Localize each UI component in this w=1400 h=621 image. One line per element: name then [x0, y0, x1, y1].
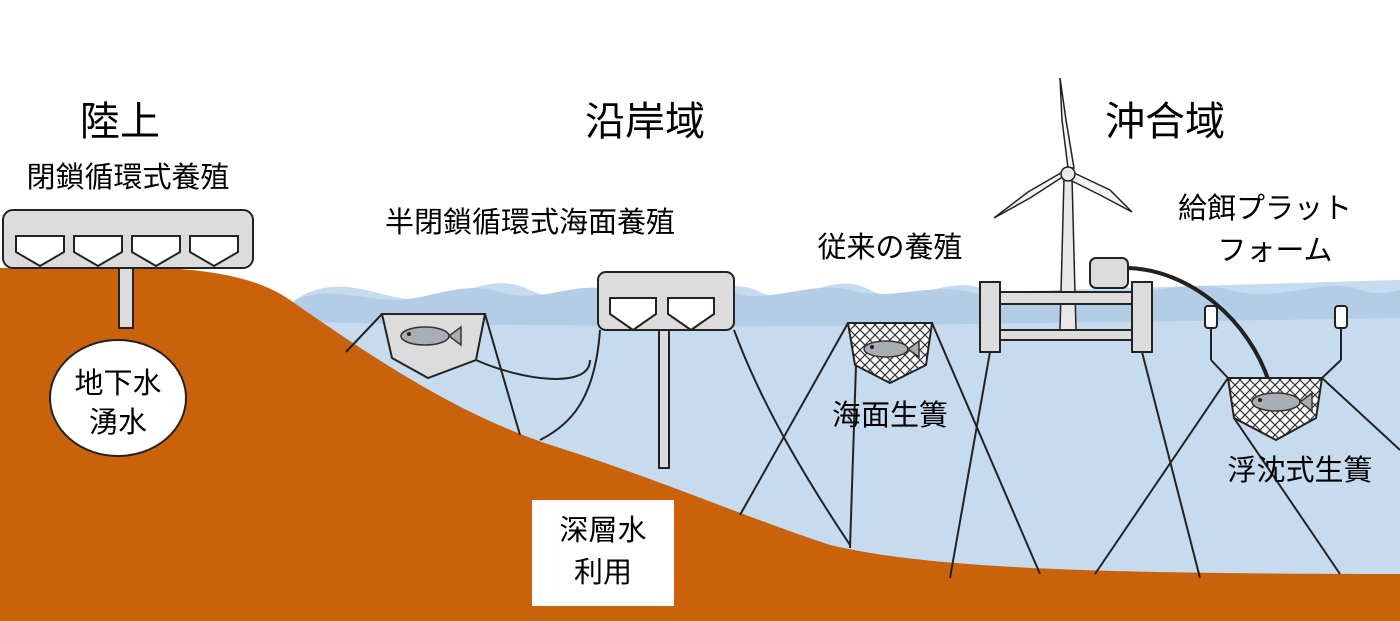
fish-icon — [400, 325, 462, 347]
coastal-tank-icon — [597, 271, 735, 332]
surface-cage-label: 海面生簀 — [832, 398, 948, 432]
closed-recirculating-label: 閉鎖循環式養殖 — [26, 160, 229, 194]
buoy-left-icon — [1204, 305, 1218, 329]
region-offshore-title: 沖合域 — [1105, 99, 1225, 145]
deep-water-label-1: 深層水 — [559, 513, 646, 547]
feeding-platform-label-2: フォーム — [1217, 233, 1332, 267]
deep-water-label-2: 利用 — [574, 555, 632, 589]
conventional-label: 従来の養殖 — [817, 230, 962, 264]
floating-platform — [979, 257, 1153, 353]
coastal-mooring-right — [733, 329, 851, 546]
net-cage-icon — [846, 322, 934, 385]
submersible-net-cage-icon — [1226, 377, 1324, 442]
platform-mooring-right — [1141, 351, 1201, 579]
region-land-title: 陸上 — [80, 99, 160, 145]
groundwater-label-1: 地下水 — [74, 366, 161, 400]
groundwater-label-2: 湧水 — [89, 405, 147, 439]
feeding-platform-label-1: 給餌プラット — [1178, 191, 1352, 225]
deep-water-box — [532, 500, 674, 606]
groundwater-pipe — [118, 267, 134, 329]
semi-closed-pen — [345, 313, 601, 441]
semi-closed-label: 半閉鎖循環式海面養殖 — [385, 205, 675, 239]
land-tank-icon — [2, 209, 254, 269]
region-coastal-title: 沿岸域 — [585, 99, 705, 145]
submersible-cage-label: 浮沈式生簀 — [1227, 453, 1372, 487]
deep-water-pipe — [658, 329, 670, 469]
feeding-hose — [1127, 266, 1272, 386]
land-seabed — [0, 266, 1400, 621]
platform-mooring-left — [949, 351, 991, 579]
buoy-right-icon — [1334, 305, 1348, 329]
groundwater-bubble — [49, 339, 187, 457]
